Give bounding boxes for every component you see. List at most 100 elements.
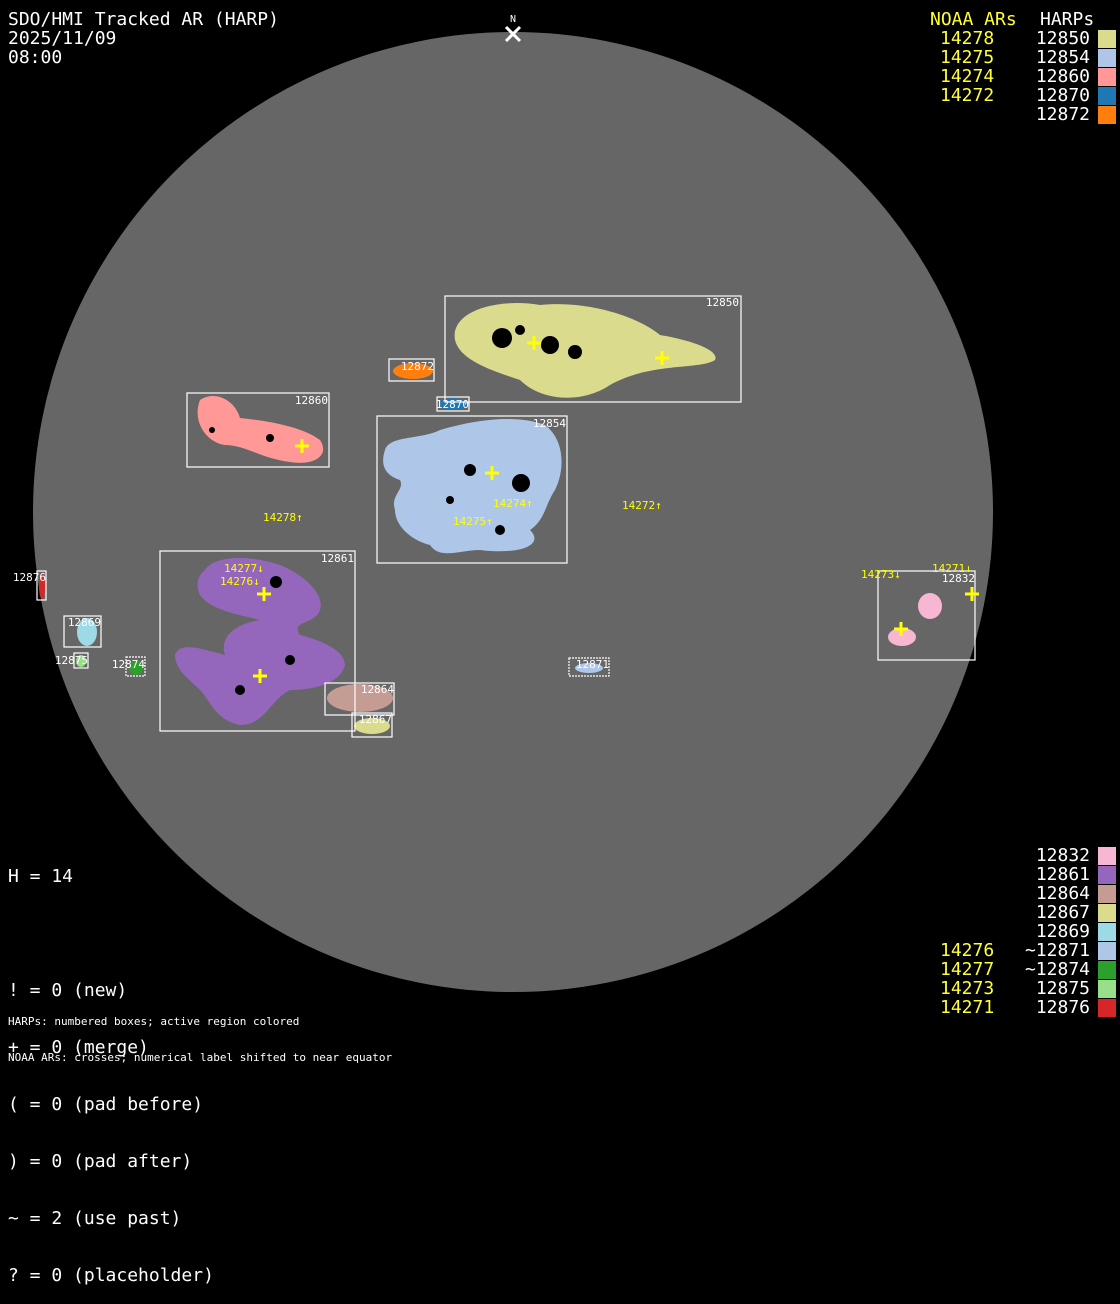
noaa-number: 14271 xyxy=(940,997,995,1018)
harp-label-12832: 12832 xyxy=(942,572,975,585)
noaa-label-14274: 14274↑ xyxy=(493,497,533,510)
noaa-label-14277: 14277↓ xyxy=(224,562,264,575)
harp-number: 12854 xyxy=(1035,47,1090,68)
solar-disk-map: N xyxy=(13,14,993,992)
harp-number: 12870 xyxy=(1035,85,1090,106)
harp-label-12875: 12875 xyxy=(55,654,88,667)
legend-bottom: 12832 12861 12864 12867 12869 14276~1287… xyxy=(940,846,1116,1017)
noaa-number: 14272 xyxy=(940,85,995,106)
active-regions xyxy=(39,303,942,734)
region-12871 xyxy=(575,663,603,673)
harp-box-12869 xyxy=(63,615,102,648)
harp-number: ~12874 xyxy=(1024,959,1090,980)
stat-new: ! = 0 (new) xyxy=(8,980,128,1001)
noaa-label-14273: 14273↓ xyxy=(861,568,901,581)
region-12832a xyxy=(918,593,942,619)
harp-label-12861: 12861 xyxy=(321,552,354,565)
color-swatch xyxy=(1098,67,1116,86)
harp-box-12864 xyxy=(324,682,395,716)
harp-count: H = 14 xyxy=(8,866,74,887)
harp-box-12860 xyxy=(186,392,330,468)
harp-number: 12850 xyxy=(1035,28,1090,49)
harp-label-12871: 12871 xyxy=(576,658,609,671)
footer-harps-note: HARPs: numbered boxes; active region col… xyxy=(8,1015,300,1028)
legend-row: 12867 xyxy=(940,903,1116,922)
harp-box-12874 xyxy=(125,656,146,677)
stat-pad-before: ( = 0 (pad before) xyxy=(8,1094,204,1115)
harp-label-12876: 12876 xyxy=(13,571,46,584)
noaa-label-14276: 14276↓ xyxy=(220,575,260,588)
noaa-cross-icon xyxy=(295,439,309,453)
legend-row: 14277 ~12874 xyxy=(940,960,1116,979)
stat-pad-after: ) = 0 (pad after) xyxy=(8,1151,193,1172)
region-12832b xyxy=(888,628,916,646)
noaa-cross-icon xyxy=(253,669,267,683)
color-swatch xyxy=(1098,105,1116,124)
legend-row: 12869 xyxy=(940,922,1116,941)
color-swatch xyxy=(1098,86,1116,105)
harp-box-12870 xyxy=(436,396,470,412)
harp-box-12861 xyxy=(159,550,356,732)
harp-label-12872: 12872 xyxy=(401,360,434,373)
harp-label-12867: 12867 xyxy=(359,713,392,726)
region-12869 xyxy=(77,618,97,646)
color-swatch xyxy=(1098,29,1116,48)
noaa-cross-icon xyxy=(655,351,669,365)
legend-row: 12832 xyxy=(940,846,1116,865)
noaa-number: 14273 xyxy=(940,978,995,999)
harp-number: 12860 xyxy=(1035,66,1090,87)
noaa-cross-icon xyxy=(965,587,979,601)
harp-number: 12861 xyxy=(1035,864,1090,885)
harp-number: 12864 xyxy=(1035,883,1090,904)
noaa-cross-icon xyxy=(257,587,271,601)
north-label: N xyxy=(510,14,516,25)
harp-label-12850: 12850 xyxy=(706,296,739,309)
color-swatch xyxy=(1098,846,1116,865)
legend-row: 14278 12850 xyxy=(930,29,1116,48)
noaa-number: 14278 xyxy=(940,28,995,49)
noaa-label-14272: 14272↑ xyxy=(622,499,662,512)
region-12867 xyxy=(354,718,390,734)
harp-box-12850 xyxy=(444,295,742,403)
legend-row: 12861 xyxy=(940,865,1116,884)
harp-number: 12867 xyxy=(1035,902,1090,923)
harp-box-12832 xyxy=(877,570,976,661)
footer-notes: HARPs: numbered boxes; active region col… xyxy=(8,992,392,1076)
noaa-crosses xyxy=(253,336,979,683)
region-12870 xyxy=(439,398,467,410)
harp-label-12869: 12869 xyxy=(68,616,101,629)
harp-number: 12875 xyxy=(1035,978,1090,999)
noaa-heading: NOAA ARs xyxy=(930,9,1017,30)
color-swatch xyxy=(1098,979,1116,998)
harp-label-12870: 12870 xyxy=(436,398,469,411)
color-swatch xyxy=(1098,998,1116,1017)
harp-heading: HARPs xyxy=(1040,9,1095,30)
legend-row: 14273 12875 xyxy=(940,979,1116,998)
region-12864 xyxy=(327,684,393,712)
noaa-label-14271: 14271↓ xyxy=(932,562,972,575)
color-swatch xyxy=(1098,903,1116,922)
noaa-number: 14277 xyxy=(940,959,995,980)
color-swatch xyxy=(1098,865,1116,884)
harp-label-12864: 12864 xyxy=(361,683,394,696)
stat-use-past: ~ = 2 (use past) xyxy=(8,1208,182,1229)
region-12872 xyxy=(393,363,433,379)
legend-row: 14276~12871 xyxy=(940,941,1116,960)
harp-box-12871 xyxy=(568,657,610,677)
harp-number: 12872 xyxy=(1035,104,1090,125)
noaa-label-14275: 14275↑ xyxy=(453,515,493,528)
legend-row: 12872 xyxy=(930,105,1116,124)
noaa-cross-icon xyxy=(485,466,499,480)
noaa-label-14278: 14278↑ xyxy=(263,511,303,524)
noaa-cross-icon xyxy=(527,336,541,350)
color-swatch xyxy=(1098,922,1116,941)
region-12876 xyxy=(39,573,45,599)
legend-heading-row: NOAA ARs HARPs xyxy=(930,10,1116,29)
harp-label-12874: 12874 xyxy=(112,658,145,671)
region-12860 xyxy=(197,396,324,463)
harp-boxes xyxy=(36,295,976,738)
harp-box-12876 xyxy=(36,570,47,601)
footer-noaa-note: NOAA ARs: crosses; numerical label shift… xyxy=(8,1051,393,1064)
